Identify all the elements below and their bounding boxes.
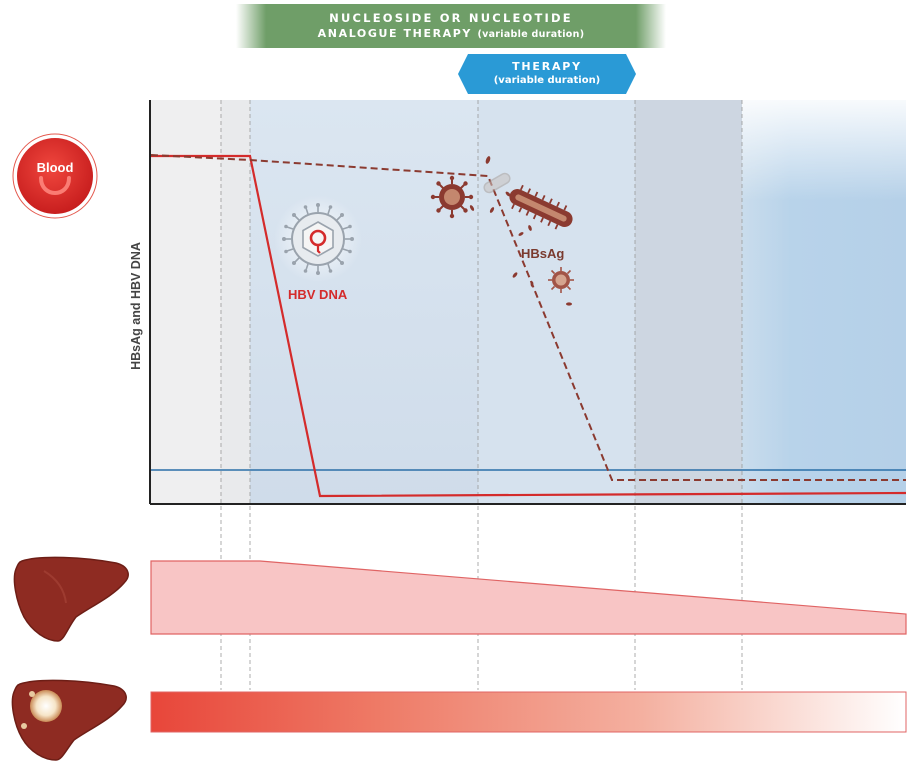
hbsag-label: HBsAg: [521, 246, 565, 261]
green-banner-line2-main: ANALOGUE THERAPY: [317, 27, 472, 40]
nucleoside-therapy-banner: NUCLEOSIDE OR NUCLEOTIDE ANALOGUE THERAP…: [236, 4, 666, 48]
therapy-banner-line2: (variable duration): [493, 75, 601, 86]
phase-bg-4: [478, 100, 635, 503]
phase-bg-2: [221, 100, 250, 503]
phase-bg-1: [151, 100, 221, 503]
blood-compartment: Blood: [12, 135, 98, 217]
therapy-banner-shape: [458, 54, 636, 94]
phase-bg-3: [250, 100, 478, 503]
therapy-banner-line1: THERAPY: [512, 60, 582, 73]
hbsag-line: [150, 154, 906, 481]
hcc-risk-bar: [150, 691, 907, 733]
liver-inflammation-band: [150, 560, 907, 635]
hbv-dna-line: [151, 154, 907, 498]
y-axis-label: HBsAg and HBV DNA: [129, 242, 143, 370]
tumor-mass: [30, 690, 62, 722]
blood-label: Blood: [36, 160, 74, 175]
phase-bg-5: [635, 100, 742, 503]
green-banner-line2: ANALOGUE THERAPY (variable duration): [236, 27, 666, 42]
liver-tumor-icon: [11, 679, 127, 761]
hbv-virion-icon: [274, 195, 362, 283]
therapy-banner: THERAPY (variable duration): [458, 54, 636, 94]
green-banner-line2-small: (variable duration): [477, 29, 585, 40]
phase-bg-6-fade: [742, 100, 906, 503]
green-banner-line1: NUCLEOSIDE OR NUCLEOTIDE: [329, 11, 573, 25]
hbv-dna-label: HBV DNA: [288, 287, 348, 302]
hbsag-particle-icon: [430, 156, 574, 306]
liver-icon: [13, 556, 129, 642]
blood-drop-icon: [12, 133, 98, 219]
